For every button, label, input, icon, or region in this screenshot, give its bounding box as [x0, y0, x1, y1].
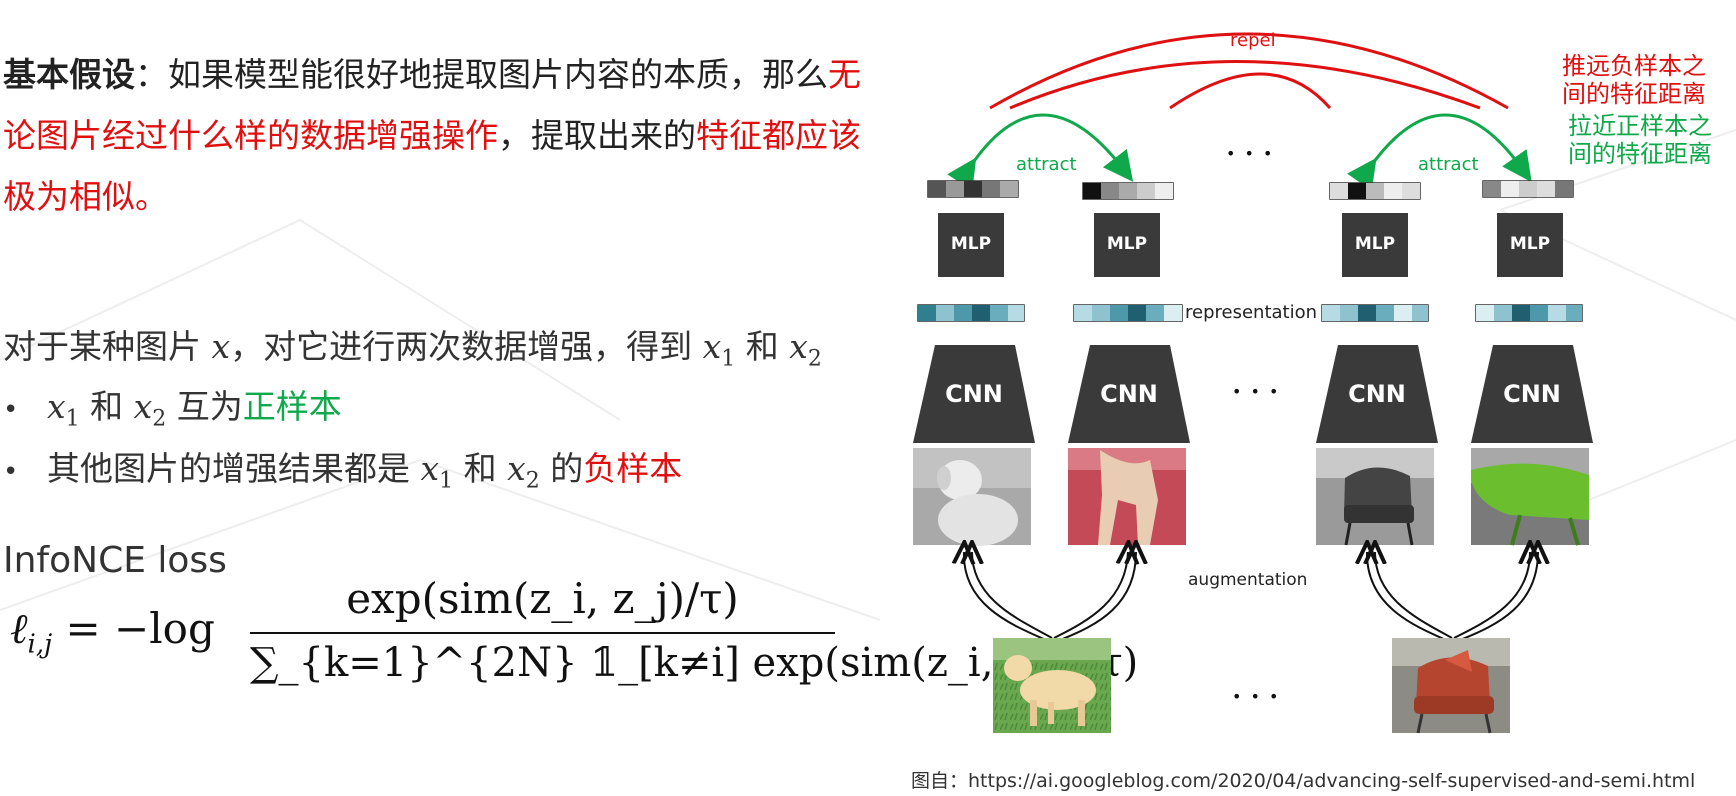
note-repel: 推远负样本之 间的特征距离: [1562, 52, 1706, 108]
augment-arrow-chair-left: [1375, 552, 1453, 639]
augment-arrow-chair-right-2: [1459, 552, 1538, 641]
original-dog-image: [993, 638, 1111, 733]
augment-arrow-dog-right-2: [1059, 552, 1136, 641]
repel-label: repel: [1230, 30, 1276, 51]
attract-arc-dog: [947, 113, 1134, 191]
feature-vector-1: [927, 180, 1019, 198]
cnn-label-2: CNN: [1100, 380, 1158, 408]
assumption-text-2: ，提取出来的: [498, 116, 696, 155]
cnn-block-4: [1471, 345, 1593, 443]
mlp-label-4: MLP: [1509, 234, 1551, 254]
augment-arrow-chair-right: [1453, 552, 1530, 639]
feature-vector-3: [1329, 182, 1421, 200]
cnn-block-1: [913, 345, 1035, 443]
ellipsis-bottom: • • •: [1232, 687, 1281, 706]
representation-vector-1: [917, 304, 1025, 322]
cnn-label-4: CNN: [1503, 380, 1561, 408]
mlp-label-1: MLP: [950, 234, 992, 254]
mlp-box-4: [1497, 213, 1563, 277]
assumption-highlight-features: 特征都应该极为相似。: [3, 116, 861, 216]
augmentation-label: augmentation: [1188, 570, 1308, 590]
note-attract: 拉近正样本之 间的特征距离: [1568, 112, 1712, 168]
augmented-chair-grayscale-image: [1316, 448, 1434, 546]
assumption-highlight-augmentation: 无论图片经过什么样的数据增强操作: [3, 55, 861, 155]
repel-arc-outer: [989, 32, 1509, 110]
loss-title: InfoNCE loss: [3, 540, 227, 581]
negative-sample-highlight: 负样本: [583, 449, 683, 488]
math-x: x: [211, 327, 231, 366]
source-caption: 图自：https://ai.googleblog.com/2020/04/adv…: [911, 770, 1696, 792]
mlp-label-2: MLP: [1106, 234, 1148, 254]
formula-numerator: exp(sim(z_i, z_j)/τ): [346, 574, 739, 623]
repel-arc-inner: [1169, 72, 1332, 110]
mlp-label-3: MLP: [1354, 234, 1396, 254]
attract-arc-chair: [1347, 113, 1532, 191]
augmented-dog-grayscale-image: [913, 448, 1031, 546]
assumption-text-1: 如果模型能很好地提取图片内容的本质，那么: [168, 55, 828, 94]
cnn-label-3: CNN: [1348, 380, 1406, 408]
basic-assumption: 基本假设：如果模型能很好地提取图片内容的本质，那么无论图片经过什么样的数据增强操…: [3, 55, 861, 216]
attract-label-dog: attract: [1016, 154, 1077, 175]
feature-vector-2: [1082, 182, 1174, 200]
fraction-bar: [250, 632, 835, 634]
cnn-block-3: [1316, 345, 1438, 443]
augment-description: 对于某种图片 x，对它进行两次数据增强，得到 x1 和 x2: [3, 327, 822, 372]
attract-label-chair: attract: [1418, 154, 1479, 175]
mlp-box-3: [1342, 213, 1408, 277]
mlp-box-2: [1094, 213, 1160, 277]
cnn-block-2: [1068, 345, 1190, 443]
augment-arrow-dog-left-2: [964, 552, 1047, 641]
cnn-label-1: CNN: [945, 380, 1003, 408]
bullet-negative-samples: •其他图片的增强结果都是 x1 和 x2 的负样本: [3, 449, 683, 494]
assumption-label: 基本假设: [3, 55, 135, 94]
representation-label: representation: [1185, 302, 1318, 323]
ellipsis-middle: • • •: [1232, 382, 1281, 401]
augmented-dog-red-crop-image: [1068, 448, 1186, 545]
repel-arc-mid: [1009, 60, 1481, 110]
mlp-box-1: [938, 213, 1004, 277]
bullet-positive-samples: •x1 和 x2 互为正样本: [3, 387, 342, 432]
augment-arrow-dog-left: [972, 552, 1053, 639]
augment-arrow-chair-left-2: [1367, 552, 1447, 641]
positive-sample-highlight: 正样本: [242, 387, 342, 426]
math-x2: x2: [789, 327, 822, 372]
ellipsis-top: • • •: [1226, 144, 1275, 163]
formula-lhs: ℓi,j = −log: [10, 604, 215, 660]
math-x1: x1: [702, 327, 736, 372]
representation-vector-3: [1321, 304, 1429, 322]
representation-vector-4: [1475, 304, 1583, 322]
feature-vector-4: [1482, 180, 1574, 198]
representation-vector-2: [1073, 304, 1183, 322]
original-chair-image: [1392, 638, 1510, 734]
augment-arrow-dog-right: [1053, 552, 1128, 639]
augmented-chair-green-crop-image: [1471, 448, 1589, 546]
